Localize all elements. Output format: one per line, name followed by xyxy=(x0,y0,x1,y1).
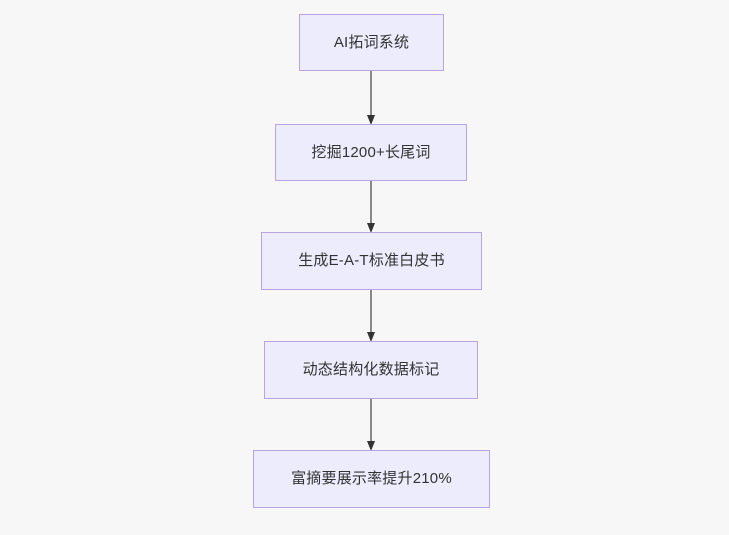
flow-node-ai-keyword-system[interactable]: AI拓词系统 xyxy=(299,14,444,71)
flow-node-rich-snippet-rate-increase[interactable]: 富摘要展示率提升210% xyxy=(253,450,490,508)
flow-node-label: 挖掘1200+长尾词 xyxy=(311,143,431,161)
flow-node-label: 动态结构化数据标记 xyxy=(302,361,440,379)
flow-node-label: AI拓词系统 xyxy=(333,33,410,51)
flow-node-label: 富摘要展示率提升210% xyxy=(291,470,452,488)
flow-node-dynamic-structured-data-markup[interactable]: 动态结构化数据标记 xyxy=(264,341,478,399)
flow-node-generate-eat-whitepaper[interactable]: 生成E-A-T标准白皮书 xyxy=(261,232,482,290)
flow-node-label: 生成E-A-T标准白皮书 xyxy=(298,252,445,270)
flow-node-mine-longtail-keywords[interactable]: 挖掘1200+长尾词 xyxy=(275,124,467,181)
